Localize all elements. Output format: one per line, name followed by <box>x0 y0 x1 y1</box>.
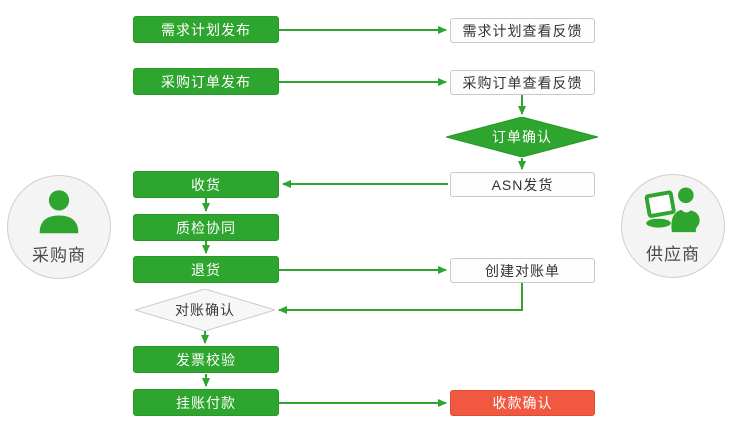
node-create-statement: 创建对账单 <box>450 258 595 283</box>
statement-confirm-diamond-shape <box>135 289 275 331</box>
node-order-confirm: 订单确认 <box>446 117 598 157</box>
actor-supplier: 供应商 <box>621 174 725 278</box>
node-receipt-confirm: 收款确认 <box>450 390 595 416</box>
node-quality-check: 质检协同 <box>133 214 279 241</box>
node-invoice-verify: 发票校验 <box>133 346 279 373</box>
order-confirm-diamond-shape <box>446 117 598 157</box>
node-demand-plan-publish: 需求计划发布 <box>133 16 279 43</box>
node-receive: 收货 <box>133 171 279 198</box>
order-confirm-label: 订单确认 <box>492 129 552 145</box>
node-demand-plan-feedback: 需求计划查看反馈 <box>450 18 595 43</box>
actor-buyer: 采购商 <box>7 175 111 279</box>
node-po-feedback: 采购订单查看反馈 <box>450 70 595 95</box>
actor-buyer-label: 采购商 <box>32 246 86 265</box>
supplier-laptop-person-icon <box>644 185 702 239</box>
node-return-goods: 退货 <box>133 256 279 283</box>
actor-supplier-label: 供应商 <box>646 245 700 264</box>
node-po-publish: 采购订单发布 <box>133 68 279 95</box>
node-statement-confirm: 对账确认 <box>135 289 275 331</box>
statement-confirm-label: 对账确认 <box>175 302 235 318</box>
buyer-person-icon <box>32 186 86 240</box>
node-book-payment: 挂账付款 <box>133 389 279 416</box>
node-asn-ship: ASN发货 <box>450 172 595 197</box>
